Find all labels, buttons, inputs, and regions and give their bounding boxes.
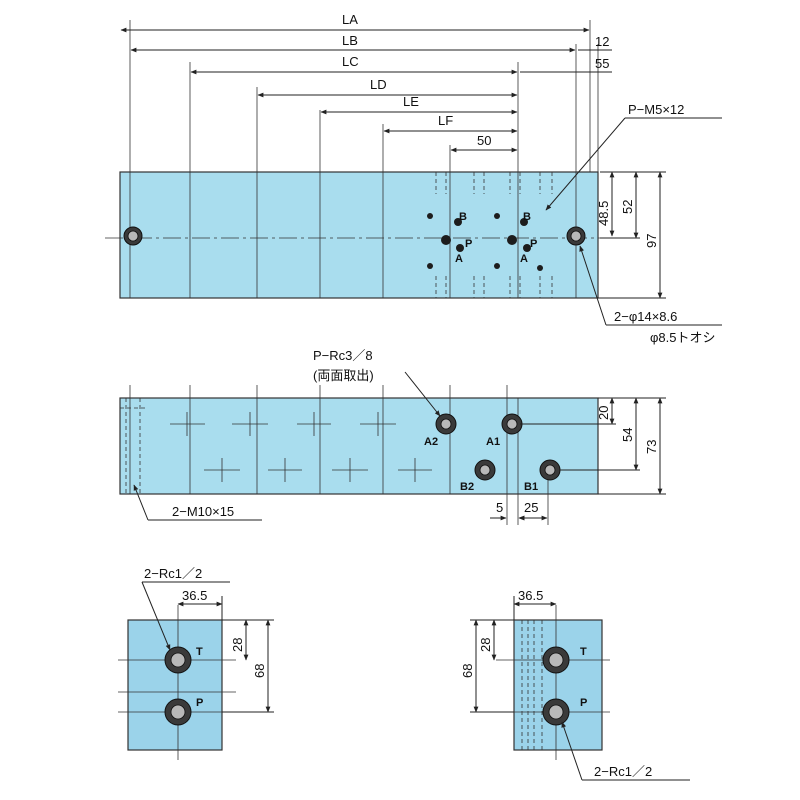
top-view-plate: [119, 171, 599, 299]
counterbore-callout-line2: φ8.5トオシ: [650, 330, 716, 345]
port-label-b2: B2: [460, 481, 474, 493]
right-hidden-passages: [521, 620, 543, 750]
right-port-p: [542, 698, 570, 726]
dim-73: 73: [644, 440, 659, 454]
hidden-passages: [435, 172, 553, 298]
right-dim-28: 28: [478, 638, 493, 652]
port-label-a1: A1: [486, 436, 500, 448]
port-b2-hole: [474, 459, 496, 481]
right-port-t: [542, 646, 570, 674]
station-lines: [129, 20, 599, 298]
port-letter-p-2: P: [530, 238, 537, 250]
port-b1-hole: [539, 459, 561, 481]
counterbore-hole-right: [566, 226, 586, 246]
left-callout: 2−Rc1／2: [144, 566, 202, 581]
end-view-left: T P 36.5 28 68 2−Rc1／2: [118, 566, 274, 760]
dim-48-5: 48.5: [596, 201, 611, 226]
dim-25: 25: [524, 500, 538, 515]
gauge-port-callout: P−Rc3／8: [313, 348, 373, 363]
right-callout: 2−Rc1／2: [594, 764, 652, 779]
left-dim-68: 68: [252, 664, 267, 678]
right-port-label-t: T: [580, 646, 587, 658]
dim-lc: LC: [342, 54, 359, 69]
front-view: A2 A1 B2 B1 20 54 73 5 25 P−Rc3／8 (両面取出)…: [119, 348, 666, 525]
dim-52: 52: [620, 200, 635, 214]
port-letter-b: B: [459, 211, 467, 223]
port-letter-a-2: A: [520, 253, 528, 265]
dim-5: 5: [496, 500, 503, 515]
dim-lf: LF: [438, 113, 453, 128]
right-port-label-p: P: [580, 697, 587, 709]
left-port-p: [164, 698, 192, 726]
front-station-lines: [129, 385, 549, 525]
end-tap-callout: 2−M10×15: [172, 504, 234, 519]
counterbore-hole-left: [123, 226, 143, 246]
port-label-a2: A2: [424, 436, 438, 448]
dim-le: LE: [403, 94, 419, 109]
valve-port-pattern: [427, 213, 543, 271]
left-dim-36-5: 36.5: [182, 588, 207, 603]
length-dimensions: LA LB LC LD LE LF 50 12 55: [120, 12, 612, 153]
left-port-t: [164, 646, 192, 674]
counterbore-callout-line1: 2−φ14×8.6: [614, 309, 677, 324]
left-port-label-p: P: [196, 697, 203, 709]
tap-callout: P−M5×12: [628, 102, 684, 117]
end-tap-hidden: [120, 398, 146, 494]
end-view-left-plate: [127, 619, 223, 751]
left-port-label-t: T: [196, 646, 203, 658]
front-view-plate: [119, 397, 599, 495]
dim-55: 55: [595, 56, 609, 71]
dim-la: LA: [342, 12, 358, 27]
port-letter-p: P: [465, 238, 472, 250]
port-letter-a: A: [455, 253, 463, 265]
port-a1-hole: [501, 413, 523, 435]
right-dim-36-5: 36.5: [518, 588, 543, 603]
dim-ld: LD: [370, 77, 387, 92]
port-a2-hole: [435, 413, 457, 435]
gauge-port-callout-note: (両面取出): [313, 368, 374, 383]
port-letter-b-2: B: [523, 211, 531, 223]
dim-97: 97: [644, 234, 659, 248]
dim-54: 54: [620, 428, 635, 442]
left-dim-28: 28: [230, 638, 245, 652]
end-view-right: T P 36.5 28 68 2−Rc1／2: [460, 588, 690, 781]
height-dimensions: 48.5 52 97: [596, 171, 666, 299]
dim-lb: LB: [342, 33, 358, 48]
port-label-b1: B1: [524, 481, 538, 493]
dim-20: 20: [596, 406, 611, 420]
end-view-right-plate: [513, 619, 603, 751]
right-dim-68: 68: [460, 664, 475, 678]
dim-pitch-50: 50: [477, 133, 491, 148]
dim-12: 12: [595, 34, 609, 49]
top-view: B B P P A A LA LB LC LD LE LF 50 12 55: [105, 12, 722, 345]
